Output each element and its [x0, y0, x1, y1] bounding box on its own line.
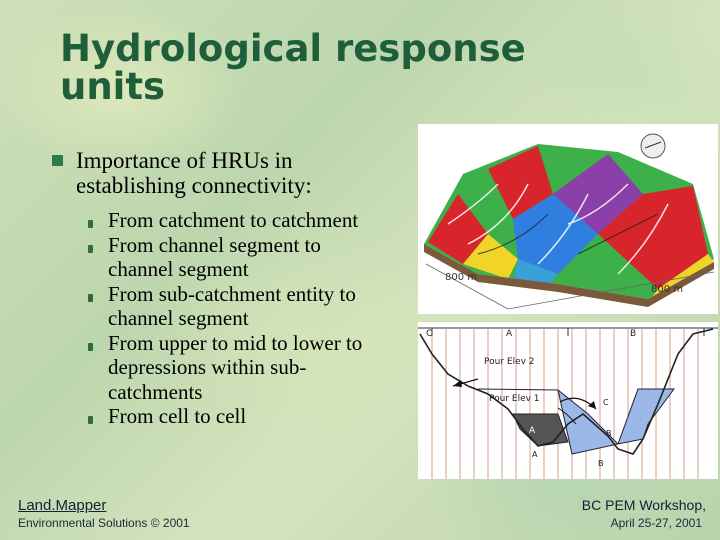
footer-date: April 25-27, 2001 [610, 516, 702, 530]
sub-bullet-3: From sub-catchment entity to channel seg… [86, 282, 386, 331]
hru-figure-svg: 800 m 800 m [418, 124, 718, 479]
sub-bullet-text: From upper to mid to lower to depression… [108, 330, 363, 404]
pour-elev-1-label: Pour Elev 1 [489, 394, 540, 404]
round-bullet-icon [88, 220, 93, 228]
dimension-label-left: 800 m [445, 272, 477, 283]
round-bullet-icon [88, 342, 93, 351]
footer-brand: Land.Mapper [18, 497, 107, 514]
title-line-2: units [60, 65, 166, 108]
cross-section-diagram [418, 322, 718, 479]
depression-label-b-outer: B [598, 459, 604, 468]
sub-bullet-5: From cell to cell [86, 404, 386, 429]
square-bullet-icon [52, 155, 63, 166]
hru-figure: 800 m 800 m [418, 124, 718, 479]
sub-bullet-1: From catchment to catchment [86, 208, 386, 233]
round-bullet-icon [88, 416, 93, 424]
footer-copyright: Environmental Solutions © 2001 [18, 516, 190, 530]
section-label-a: A [506, 329, 513, 339]
sub-bullet-text: From sub-catchment entity to channel seg… [108, 281, 356, 331]
compass-icon [640, 133, 666, 159]
main-bullet: Importance of HRUs in establishing conne… [52, 148, 392, 198]
footer-event: BC PEM Workshop, [581, 497, 706, 513]
depression-label-a-outer: A [532, 450, 538, 459]
sub-bullet-text: From channel segment to channel segment [108, 232, 321, 282]
main-bullet-text: Importance of HRUs in establishing conne… [76, 148, 312, 198]
depression-label-b-inner: B [606, 429, 612, 438]
sub-bullet-text: From catchment to catchment [108, 208, 359, 232]
section-label-c: C [426, 329, 432, 339]
title-line-1: Hydrological response [60, 27, 526, 70]
terrain-3d-image [424, 144, 714, 307]
dimension-label-right: 800 m [651, 284, 683, 295]
sub-bullet-4: From upper to mid to lower to depression… [86, 331, 386, 405]
section-label-b: B [630, 329, 636, 339]
dimension-line-left [425, 263, 509, 310]
depression-label-c: C [603, 398, 609, 407]
round-bullet-icon [88, 244, 93, 253]
depression-label-a-inner: A [529, 426, 536, 436]
sub-bullet-2: From channel segment to channel segment [86, 233, 386, 282]
dimension-line-right [507, 271, 715, 310]
pour-elev-2-label: Pour Elev 2 [484, 357, 535, 367]
sub-bullet-text: From cell to cell [108, 404, 247, 428]
sub-bullet-list: From catchment to catchment From channel… [86, 208, 386, 429]
slide-title: Hydrological response units [60, 30, 580, 106]
round-bullet-icon [88, 293, 93, 302]
